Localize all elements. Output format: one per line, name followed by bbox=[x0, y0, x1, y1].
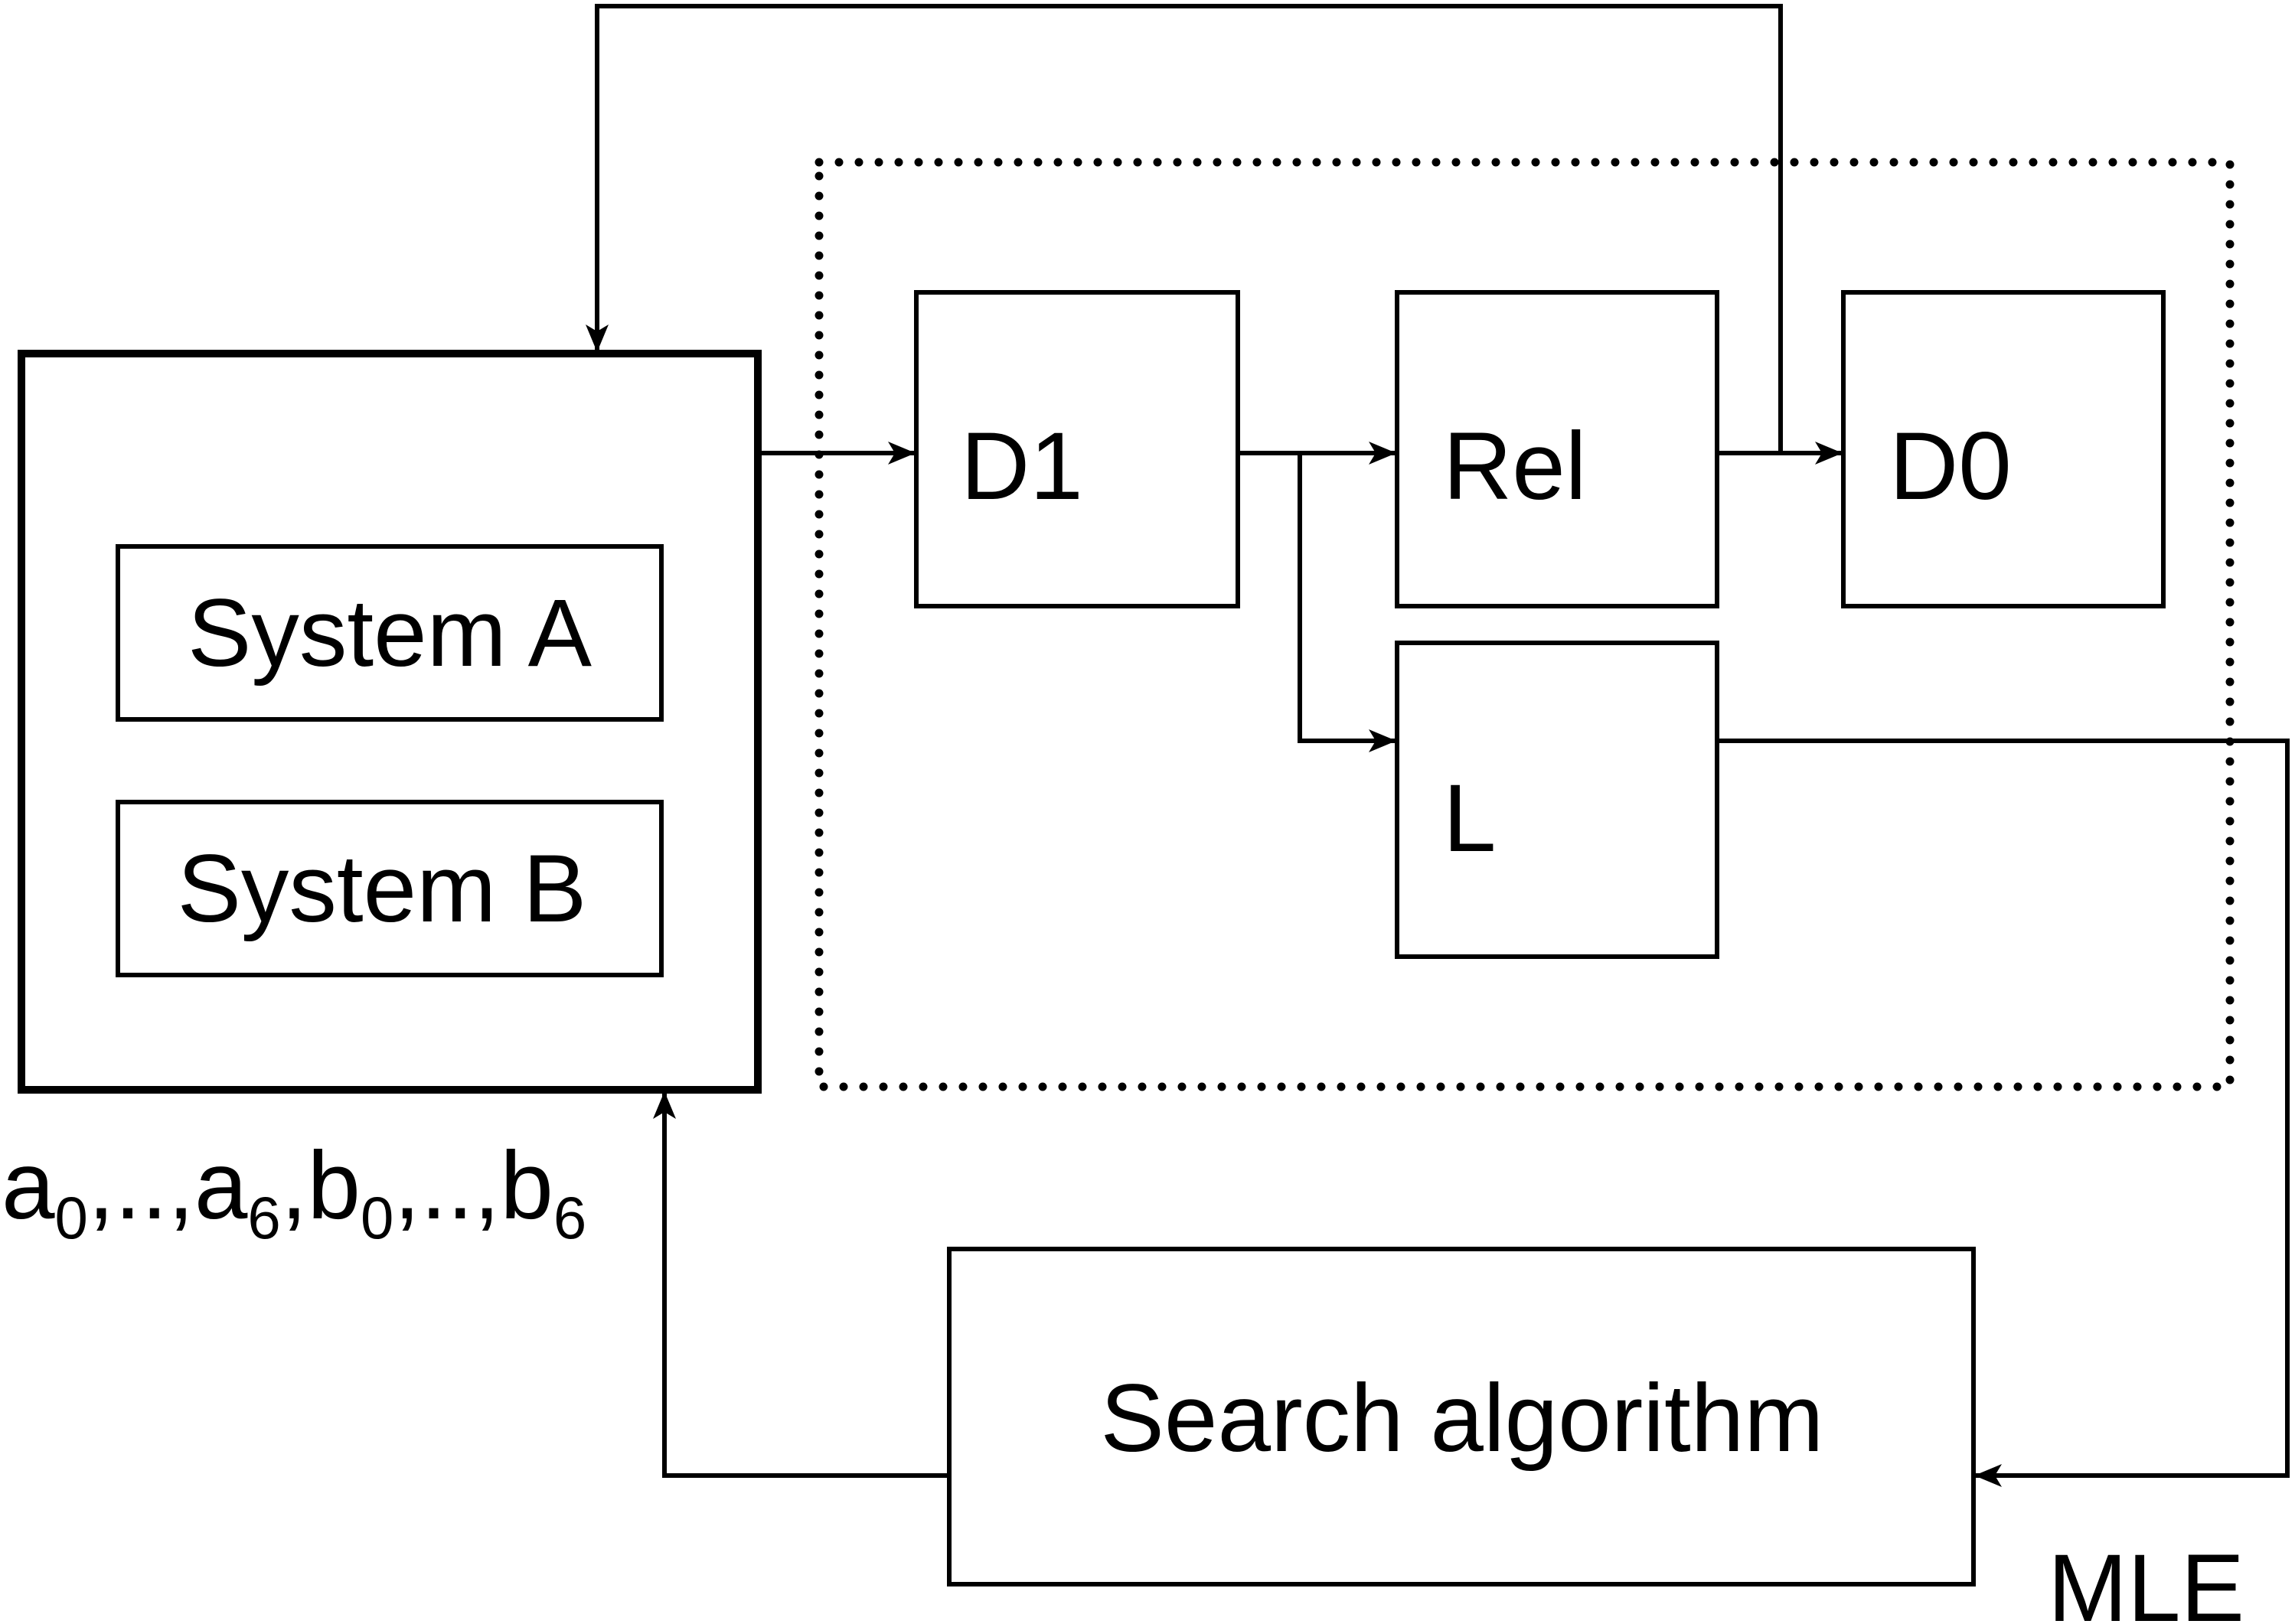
system-a-label: System A bbox=[188, 580, 593, 686]
param-a6-sub: 6 bbox=[247, 1184, 280, 1251]
l-label: L bbox=[1443, 765, 1497, 872]
d0-label: D0 bbox=[1889, 413, 2012, 520]
d1-block: D1 bbox=[914, 290, 1240, 608]
mle-label: MLE bbox=[2048, 1535, 2244, 1624]
parameters-label: a0,..,a6,b0,..,b6 bbox=[2, 1133, 586, 1251]
system-b-label: System B bbox=[178, 836, 587, 942]
system-b-block: System B bbox=[116, 800, 664, 977]
arrow-feedback-to-system bbox=[586, 4, 1783, 455]
system-a-block: System A bbox=[116, 544, 664, 722]
rel-label: Rel bbox=[1443, 413, 1587, 520]
d1-label: D1 bbox=[961, 413, 1083, 520]
param-b0: b bbox=[308, 1133, 361, 1239]
system-container bbox=[18, 350, 762, 1094]
param-b0-sub: 0 bbox=[361, 1184, 393, 1251]
param-sep-1: ,.., bbox=[88, 1133, 194, 1239]
param-a0-sub: 0 bbox=[55, 1184, 88, 1251]
param-a6: a bbox=[194, 1133, 248, 1239]
dotted-boundary bbox=[815, 158, 2235, 1091]
param-a0: a bbox=[2, 1133, 55, 1239]
arrow-d1-to-l bbox=[1298, 451, 1396, 752]
param-b6: b bbox=[500, 1133, 553, 1239]
search-algorithm-block: Search algorithm bbox=[947, 1247, 1976, 1586]
arrow-search-to-system bbox=[653, 1091, 952, 1478]
search-algorithm-label: Search algorithm bbox=[1101, 1365, 1824, 1472]
param-b6-sub: 6 bbox=[553, 1184, 586, 1251]
param-sep-2: , bbox=[281, 1133, 308, 1239]
l-block: L bbox=[1395, 641, 1719, 959]
arrow-l-to-search bbox=[1715, 739, 2290, 1487]
d0-block: D0 bbox=[1841, 290, 2166, 608]
rel-block: Rel bbox=[1395, 290, 1719, 608]
param-sep-3: ,.., bbox=[393, 1133, 500, 1239]
